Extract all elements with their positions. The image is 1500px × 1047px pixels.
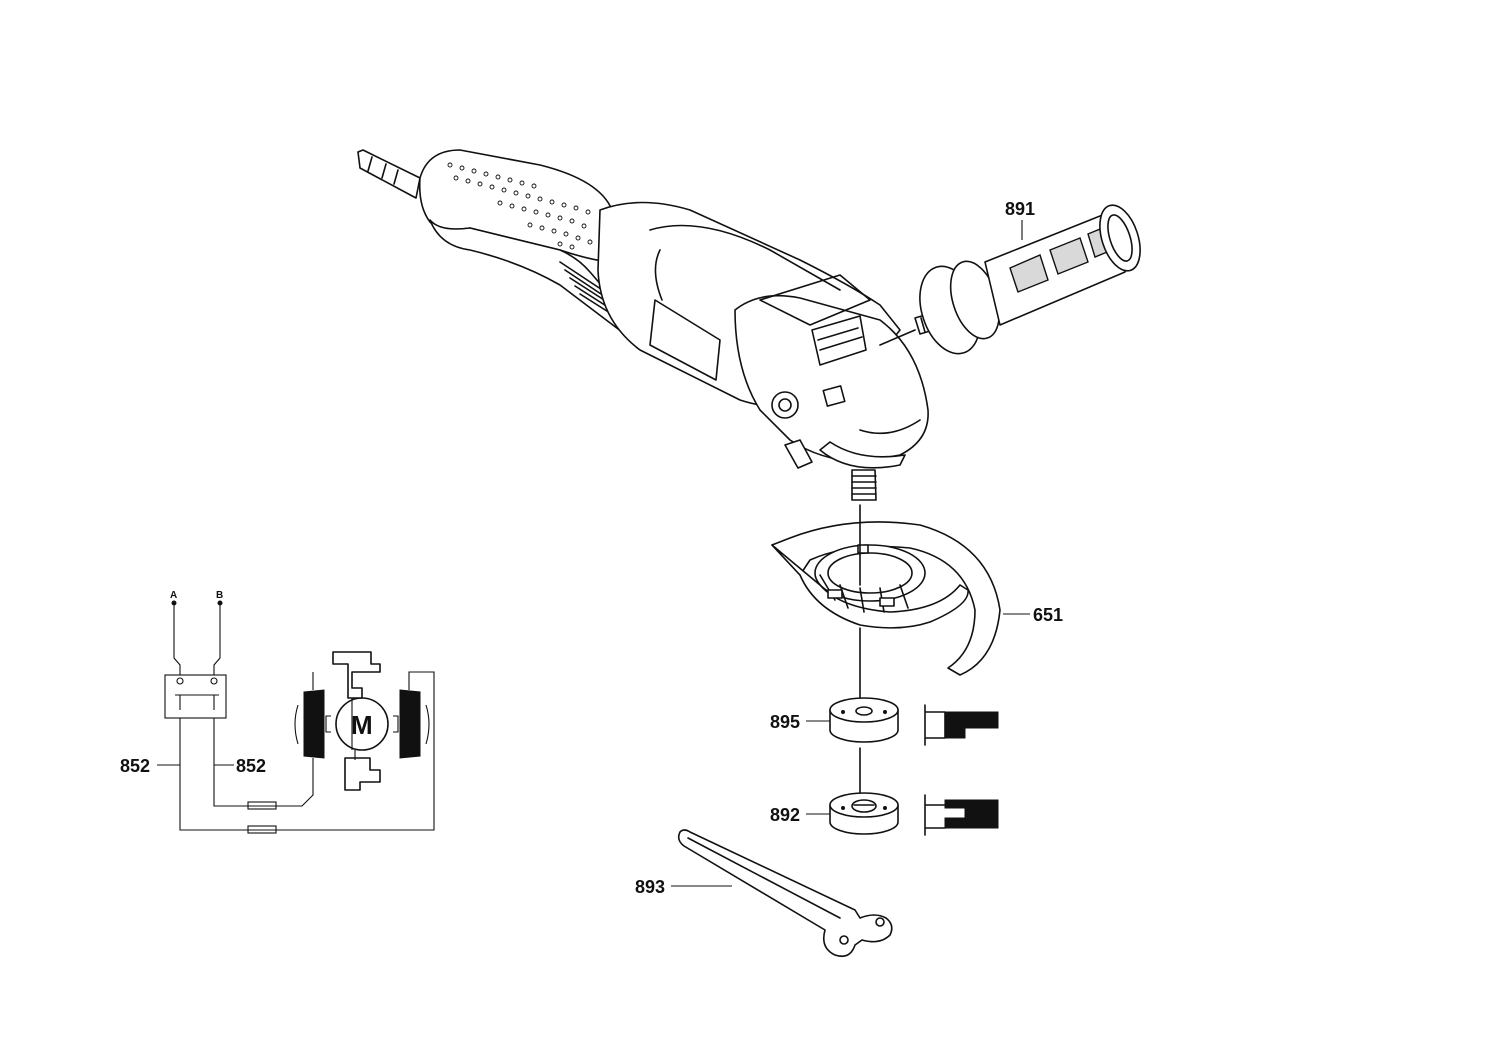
part-number-852-left: 852 — [120, 756, 150, 776]
angle-grinder-illustration — [357, 149, 929, 501]
clamping-nut — [829, 792, 899, 835]
part-number-852-right: 852 — [236, 756, 266, 776]
motor-symbol-label: M — [351, 710, 373, 740]
flange-895-profile — [924, 704, 999, 746]
grip-texture — [447, 162, 593, 250]
part-number-893: 893 — [635, 877, 665, 897]
auxiliary-handle — [879, 204, 1141, 355]
two-pin-spanner — [677, 829, 893, 958]
nut-892-profile — [924, 794, 999, 836]
wheel-guard — [771, 521, 1001, 676]
terminal-b-label: B — [216, 590, 223, 601]
mounting-flange — [829, 697, 899, 743]
vent-slots — [559, 261, 641, 333]
terminal-a-label: A — [170, 590, 177, 601]
part-number-895: 895 — [770, 712, 800, 732]
part-number-891: 891 — [1005, 199, 1035, 219]
part-number-892: 892 — [770, 805, 800, 825]
part-number-651: 651 — [1033, 605, 1063, 625]
wiring-schematic: A B M — [164, 590, 435, 834]
